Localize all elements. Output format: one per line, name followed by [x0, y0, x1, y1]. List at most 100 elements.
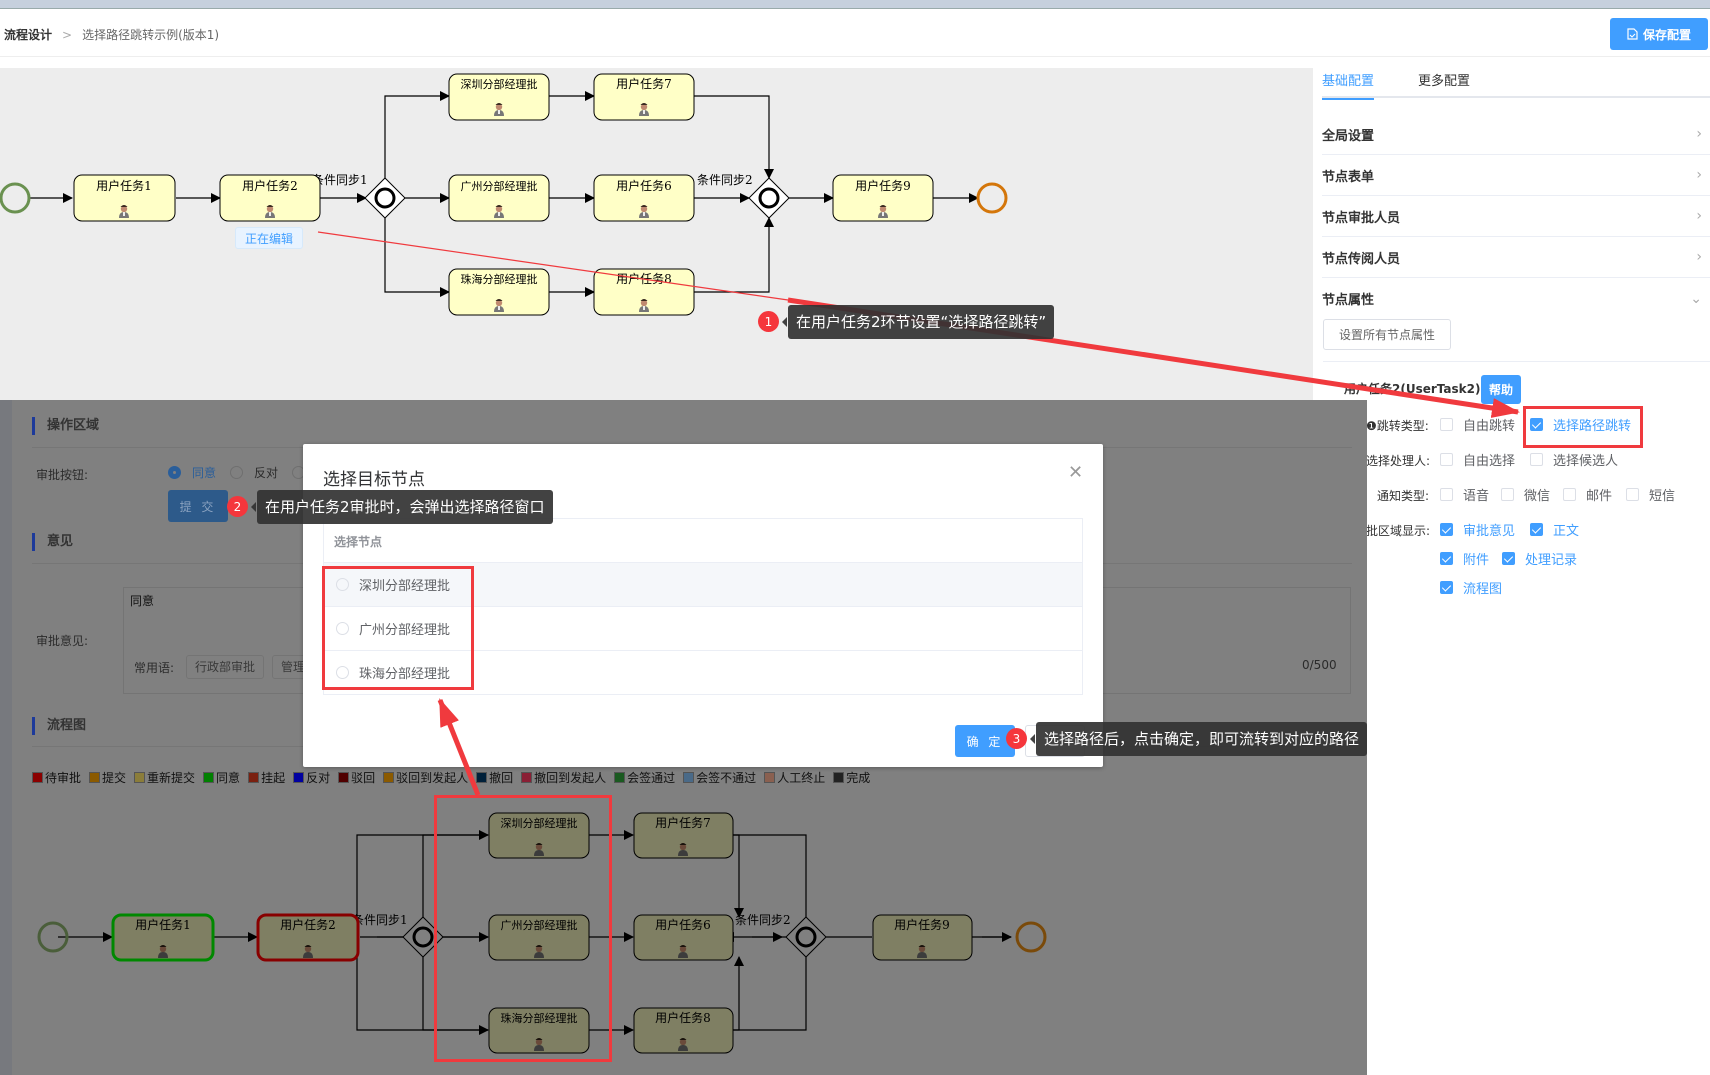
status-legend: 待审批提交重新提交同意挂起反对驳回驳回到发起人撤回撤回到发起人会签通过会签不通过…	[32, 769, 870, 786]
set-all-node-properties-button[interactable]: 设置所有节点属性	[1323, 319, 1451, 350]
legend-label: 会签通过	[627, 771, 676, 785]
section-node-readers[interactable]: 节点传阅人员›	[1322, 237, 1710, 278]
checkbox-attachment[interactable]	[1440, 552, 1453, 565]
legend-swatch	[383, 772, 395, 783]
task-zhuhai[interactable]: 珠海分部经理批	[448, 268, 550, 316]
legend-label: 提交	[102, 771, 127, 785]
tab-more-config[interactable]: 更多配置	[1418, 74, 1471, 89]
task-label: 用户任务1	[96, 178, 152, 193]
section-node-approvers[interactable]: 节点审批人员›	[1322, 196, 1710, 237]
section-label: 全局设置	[1322, 128, 1375, 144]
radio-agree[interactable]	[168, 466, 181, 479]
section-global-settings[interactable]: 全局设置 ›	[1322, 114, 1710, 155]
legend-label: 驳回到发起人	[396, 771, 469, 785]
checkbox-email[interactable]	[1563, 488, 1576, 501]
legend-label: 会签不通过	[696, 771, 757, 785]
section-label: 节点审批人员	[1322, 210, 1401, 226]
node-row[interactable]: 珠海分部经理批	[324, 651, 1082, 695]
node-name: 广州分部经理批	[359, 623, 451, 638]
tab-basic-config[interactable]: 基础配置	[1322, 70, 1375, 100]
flowchart-label: 流程图	[1463, 582, 1503, 597]
process-diagram-status-nodes: 条件同步1 条件同步2 用户任务1 用户任务2 深圳分部经理批 广州分部经理批 …	[37, 812, 1047, 1054]
gateway-1[interactable]	[364, 177, 406, 219]
gateway-2[interactable]	[748, 177, 790, 219]
node-row[interactable]: 深圳分部经理批	[324, 563, 1082, 607]
breadcrumb-root[interactable]: 流程设计	[4, 28, 53, 42]
task-label: 深圳分部经理批	[461, 77, 538, 91]
task-label: 深圳分部经理批	[501, 816, 578, 830]
process-diagram-top: 条件同步1 条件同步2 用户任务1 用户任务2 深圳分部经理批 广州分部经理批 …	[0, 73, 1008, 316]
editing-badge: 正在编辑	[235, 227, 303, 249]
task-label: 用户任务8	[655, 1010, 711, 1025]
legend-item: 人工终止	[764, 769, 825, 786]
annotation-tip-1: 在用户任务2环节设置“选择路径跳转”	[781, 305, 1055, 339]
checkbox-opinion[interactable]	[1440, 523, 1453, 536]
section-node-form[interactable]: 节点表单›	[1322, 155, 1710, 196]
handler-label: 选择处理人:	[1366, 454, 1431, 468]
gateway-2-label: 条件同步2	[735, 913, 791, 927]
checkbox-voice[interactable]	[1440, 488, 1453, 501]
task-user1[interactable]: 用户任务1	[73, 174, 176, 222]
radio-oppose[interactable]	[230, 466, 243, 479]
node-title: 用户任务2(UserTask2)	[1344, 382, 1481, 396]
submit-button[interactable]: 提 交	[168, 490, 228, 522]
checkbox-flowchart[interactable]	[1440, 581, 1453, 594]
save-config-button[interactable]: 保存配置	[1610, 18, 1708, 50]
radio[interactable]	[336, 666, 349, 679]
checkbox-records[interactable]	[1502, 552, 1515, 565]
legend-item: 提交	[89, 769, 126, 786]
task-label: 用户任务2	[280, 917, 336, 932]
node-row[interactable]: 广州分部经理批	[324, 607, 1082, 651]
task-user7[interactable]: 用户任务7	[593, 73, 695, 121]
checkbox-sms[interactable]	[1626, 488, 1639, 501]
flow-t7-gw2	[694, 95, 774, 179]
help-button[interactable]: 帮助	[1481, 375, 1521, 404]
task-label: 用户任务9	[894, 917, 950, 932]
checkbox-wechat[interactable]	[1501, 488, 1514, 501]
task-user6[interactable]: 用户任务6	[593, 174, 695, 222]
legend-item: 撤回到发起人	[521, 769, 606, 786]
free-jump-label: 自由跳转	[1463, 419, 1516, 434]
task-user8[interactable]: 用户任务8	[593, 268, 695, 316]
task-user2[interactable]: 用户任务2	[219, 174, 321, 222]
task-label: 用户任务9	[855, 178, 911, 193]
task-user7: 用户任务7	[633, 812, 734, 859]
display-area-label: 批区域显示:	[1366, 524, 1431, 538]
start-event[interactable]	[0, 182, 31, 214]
checkbox-free-jump[interactable]	[1440, 418, 1453, 431]
annotation-badge-1: 1	[758, 311, 779, 332]
free-select-label: 自由选择	[1463, 454, 1516, 469]
confirm-button[interactable]: 确 定	[955, 725, 1015, 757]
close-icon[interactable]: ✕	[1068, 462, 1084, 483]
task-shenzhen[interactable]: 深圳分部经理批	[448, 73, 550, 121]
task-zhuhai: 珠海分部经理批	[488, 1007, 590, 1054]
legend-label: 撤回	[489, 771, 514, 785]
legend-swatch	[134, 772, 146, 783]
legend-swatch	[338, 772, 350, 783]
checkbox-body[interactable]	[1530, 523, 1543, 536]
legend-swatch	[764, 772, 776, 783]
end-event[interactable]	[976, 182, 1008, 214]
common-phrase-tag[interactable]: 行政部审批	[186, 655, 265, 679]
section-node-properties[interactable]: 节点属性⌄	[1322, 278, 1710, 319]
task-guangzhou[interactable]: 广州分部经理批	[448, 174, 550, 222]
legend-item: 反对	[293, 769, 330, 786]
chevron-right-icon: ›	[1696, 126, 1702, 142]
annotation-tip-3: 选择路径后，点击确定，即可流转到对应的路径	[1029, 722, 1368, 756]
node-name: 深圳分部经理批	[359, 579, 451, 594]
task-user9[interactable]: 用户任务9	[832, 174, 934, 222]
task-shenzhen: 深圳分部经理批	[488, 812, 590, 859]
radio[interactable]	[336, 622, 349, 635]
opinion-value: 同意	[130, 594, 155, 608]
checkbox-free-select[interactable]	[1440, 453, 1453, 466]
legend-swatch	[476, 772, 488, 783]
legend-item: 会签不通过	[683, 769, 756, 786]
legend-label: 完成	[846, 771, 871, 785]
breadcrumb: 流程设计>选择路径跳转示例(版本1)	[4, 26, 219, 43]
radio[interactable]	[336, 578, 349, 591]
checkbox-candidate[interactable]	[1530, 453, 1543, 466]
checkbox-path-jump[interactable]	[1530, 418, 1543, 431]
window-top-strip	[0, 0, 1710, 9]
approve-buttons-label: 审批按钮:	[36, 468, 89, 482]
legend-item: 待审批	[32, 769, 81, 786]
